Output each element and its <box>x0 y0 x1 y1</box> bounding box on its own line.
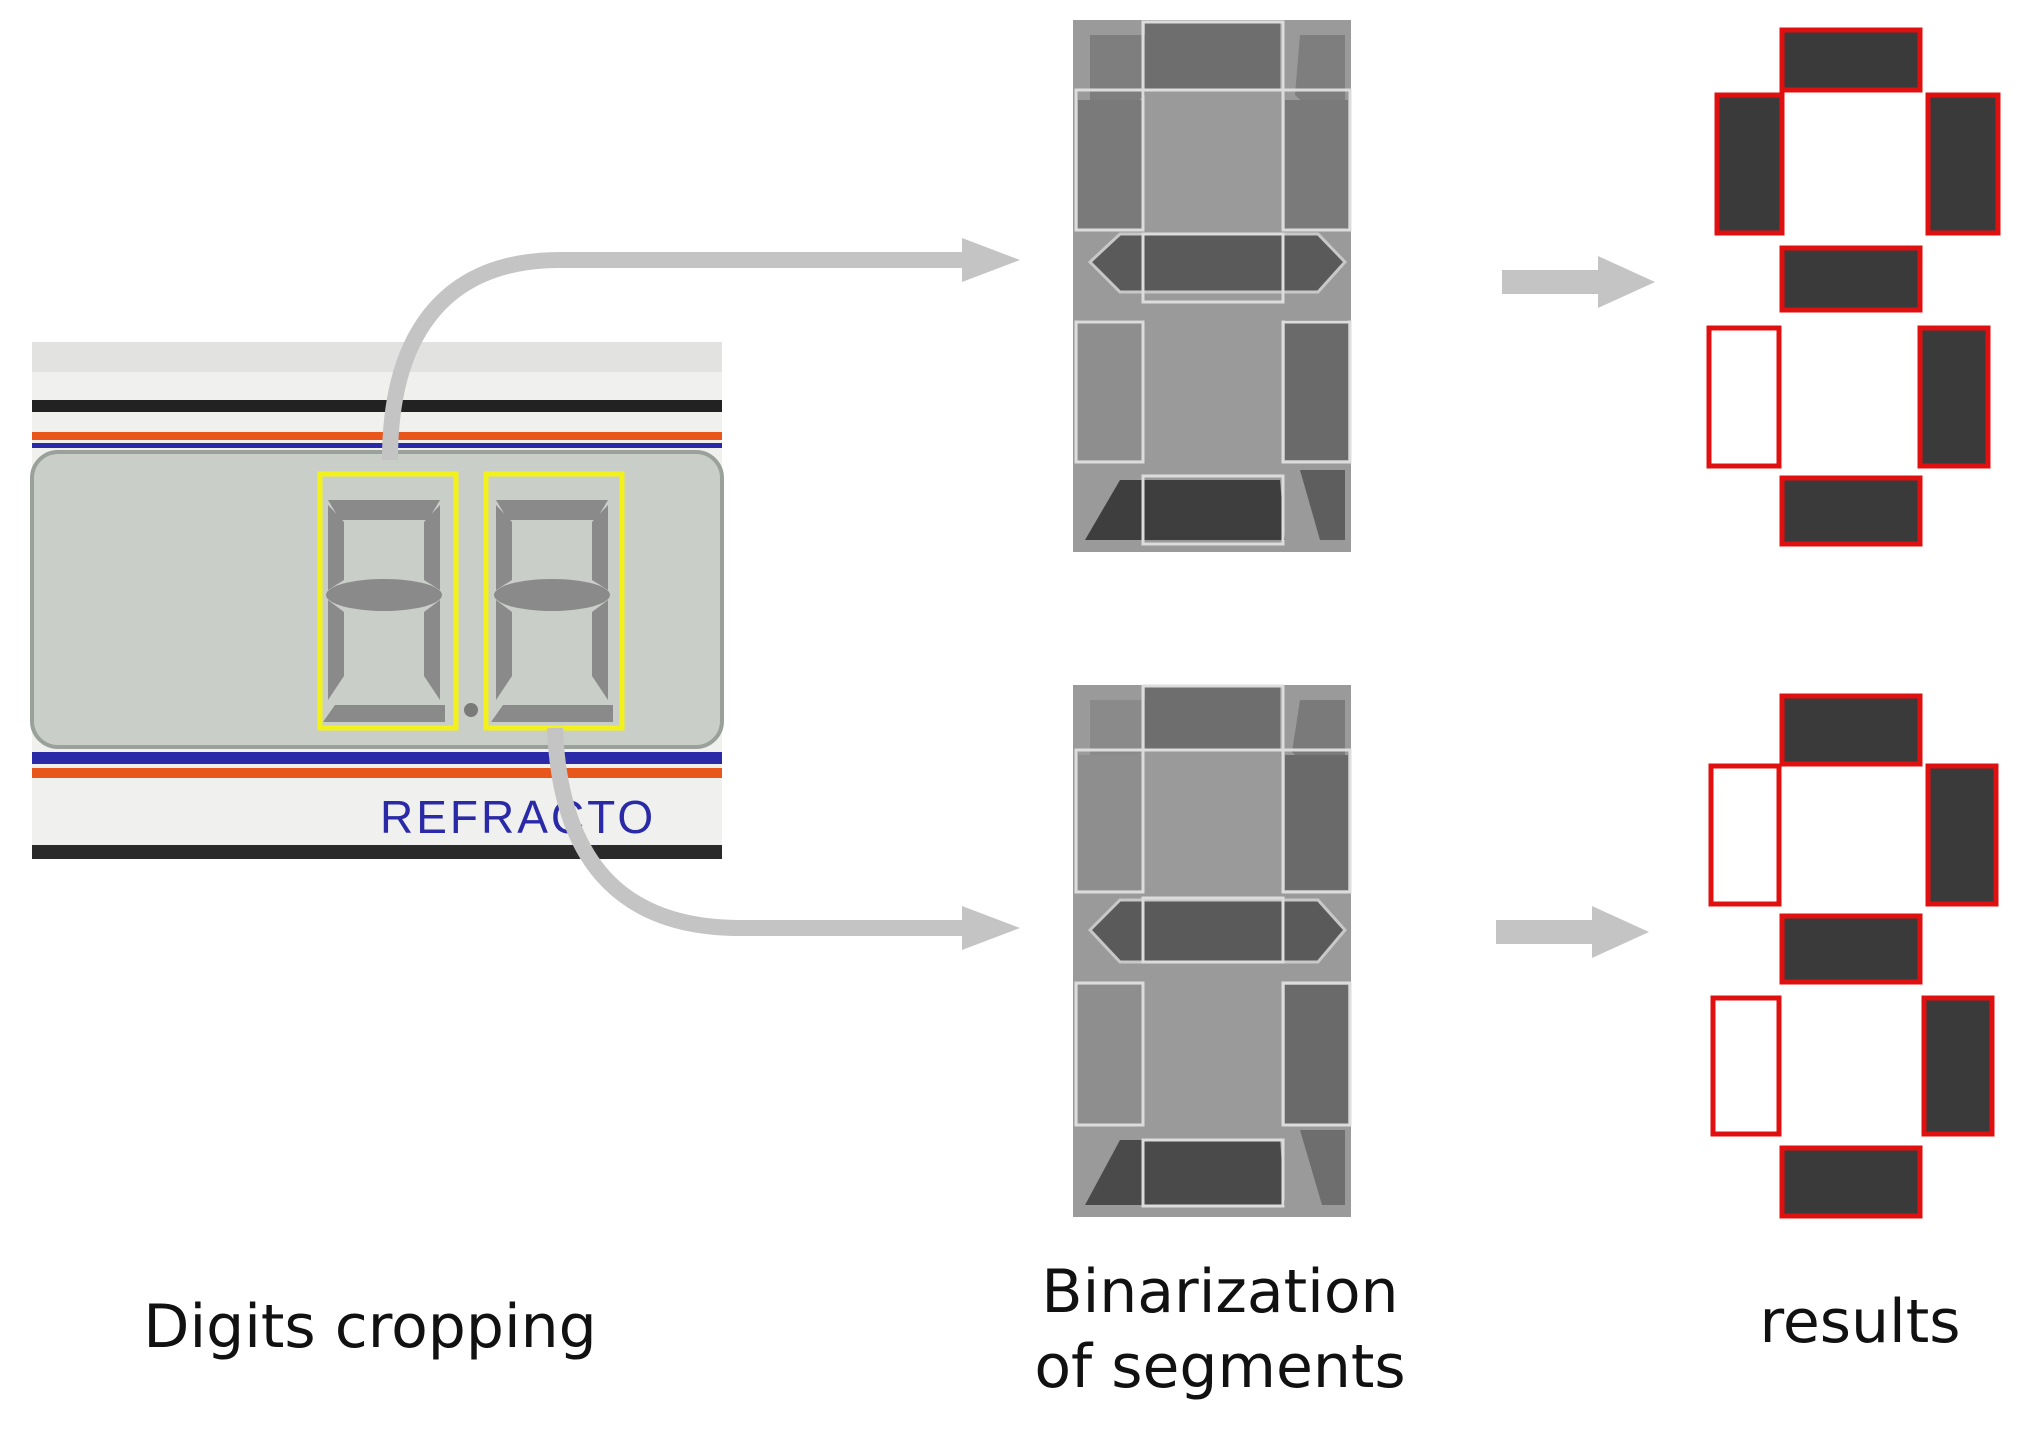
result-segment-b <box>1925 92 2001 236</box>
result-segment-d <box>1779 1145 1923 1219</box>
caption-results: results <box>1759 1287 1961 1357</box>
result-segment-d <box>1779 475 1923 547</box>
lcd-digit-1 <box>323 500 445 722</box>
result-segment-c <box>1917 325 1991 469</box>
result-segment-e <box>1706 325 1782 469</box>
brand-text: REFRACTO <box>380 791 656 843</box>
arrow-right-lower <box>1496 906 1649 958</box>
device-photo: REFRACTO <box>30 342 724 859</box>
arrow-right-upper <box>1502 256 1655 308</box>
result-segment-a <box>1779 693 1923 767</box>
crop-box-digit-1 <box>317 471 459 731</box>
result-segment-a <box>1779 27 1923 93</box>
caption-digits-cropping: Digits cropping <box>143 1292 597 1362</box>
result-segment-f <box>1714 92 1785 236</box>
arrow-to-upper-segments <box>382 252 970 461</box>
decimal-point <box>464 703 478 717</box>
curved-arrows <box>382 252 970 936</box>
arrowhead-upper <box>962 238 1020 282</box>
result-panel-lower <box>1708 693 1999 1219</box>
lcd-digit-2 <box>491 500 613 722</box>
result-panel-upper <box>1706 27 2001 547</box>
arrow-to-lower-segments <box>547 727 970 936</box>
arrowhead-lower <box>962 906 1020 950</box>
result-segment-b <box>1925 763 1999 907</box>
result-segment-c <box>1921 995 1995 1137</box>
result-segment-g <box>1779 913 1923 985</box>
binarization-panel-upper <box>1073 20 1352 552</box>
result-segment-f <box>1708 763 1782 907</box>
caption-binarization: Binarization of segments <box>1034 1257 1406 1402</box>
binarization-panel-lower <box>1073 684 1352 1217</box>
crop-box-digit-2 <box>483 471 625 731</box>
result-segment-e <box>1710 995 1782 1137</box>
result-segment-g <box>1779 245 1923 313</box>
